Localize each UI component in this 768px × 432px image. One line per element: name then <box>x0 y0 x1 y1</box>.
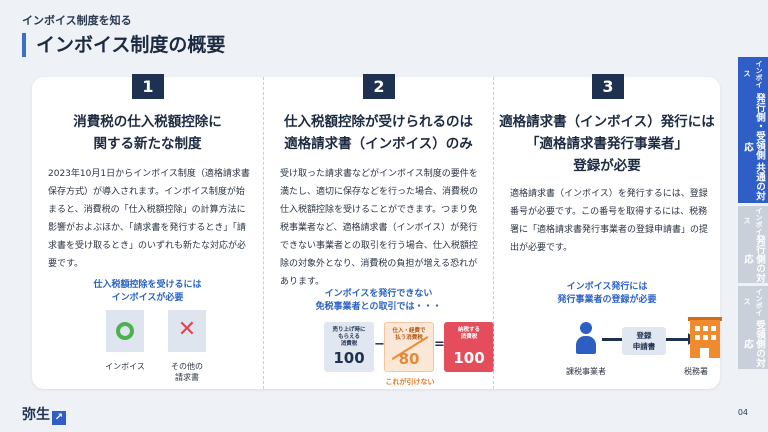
other-invoice-card: ✕ <box>168 310 206 352</box>
tab-receiver[interactable]: インボイス受領側の対応 <box>738 286 768 369</box>
building-icon <box>690 320 720 358</box>
column-body: 2023年10月1日からインボイス制度（適格請求書保存方式）が導入されます。イン… <box>48 169 250 269</box>
column-callout: 仕入税額控除を受けるには インボイスが必要 <box>93 280 202 303</box>
column-heading: 適格請求書（インボイス）発行には 「適格請求書発行事業者」 登録が必要 <box>499 114 715 174</box>
page-title: インボイス制度の概要 <box>22 33 225 57</box>
card-label: インボイス <box>105 362 145 371</box>
building-door <box>700 348 709 358</box>
content-panel: 1 消費税の仕入税額控除に 関する新たな制度 2023年10月1日からインボイス… <box>32 74 722 389</box>
circle-ok-icon <box>116 322 134 340</box>
column-body: 受け取った請求書などがインボイス制度の要件を満たし、適切に保存などを行った場合、… <box>280 169 479 287</box>
flow-from-label: 課税事業者 <box>566 367 606 376</box>
payable-tax-box: 納税する 消費税 100 <box>444 322 494 372</box>
equals-sign: = <box>434 337 445 352</box>
card-label: その他の 請求書 <box>171 362 203 382</box>
building-roof <box>688 317 722 321</box>
purchase-tax-box: 仕入・経費で 払う消費税 80 <box>384 322 434 372</box>
step-number: 1 <box>132 74 164 99</box>
column-body: 適格請求書（インボイス）を発行するには、登録番号が必要です。この番号を取得するに… <box>510 189 709 253</box>
invoice-card <box>106 310 144 352</box>
column-3: 3 適格請求書（インボイス）発行には 「適格請求書発行事業者」 登録が必要 適格… <box>493 74 722 389</box>
logo-arrow-icon: ↗ <box>52 411 66 425</box>
column-callout: インボイス発行には 発行事業者の登録が必要 <box>557 282 657 305</box>
application-form-box: 登録 申請書 <box>622 327 666 355</box>
column-heading: 消費税の仕入税額控除に 関する新たな制度 <box>73 114 222 152</box>
flow-to-label: 税務署 <box>684 367 708 376</box>
cannot-deduct-note: これが引けない <box>385 378 435 386</box>
tab-issuer[interactable]: インボイス発行側の対応 <box>738 206 768 283</box>
column-2: 2 仕入税額控除が受けられるのは 適格請求書（インボイス）のみ 受け取った請求書… <box>263 74 494 389</box>
column-callout: インボイスを発行できない 免税事業者との取引では・・・ <box>315 289 442 312</box>
person-icon <box>576 322 596 356</box>
column-heading: 仕入税額控除が受けられるのは 適格請求書（インボイス）のみ <box>284 114 473 152</box>
section-eyebrow: インボイス制度を知る <box>22 14 132 27</box>
brand-logo: 弥生↗ <box>22 404 66 425</box>
step-number: 2 <box>363 74 395 99</box>
column-1: 1 消費税の仕入税額控除に 関する新たな制度 2023年10月1日からインボイス… <box>32 74 263 389</box>
sales-tax-box: 売り上げ時に もらえる 消費税 100 <box>324 322 374 372</box>
tab-common[interactable]: インボイス発行側・受領側 共通の対応 <box>738 57 768 203</box>
step-number: 3 <box>592 74 624 99</box>
page-number: 04 <box>737 408 748 417</box>
minus-sign: − <box>374 337 385 352</box>
cross-ng-icon: ✕ <box>177 317 197 342</box>
